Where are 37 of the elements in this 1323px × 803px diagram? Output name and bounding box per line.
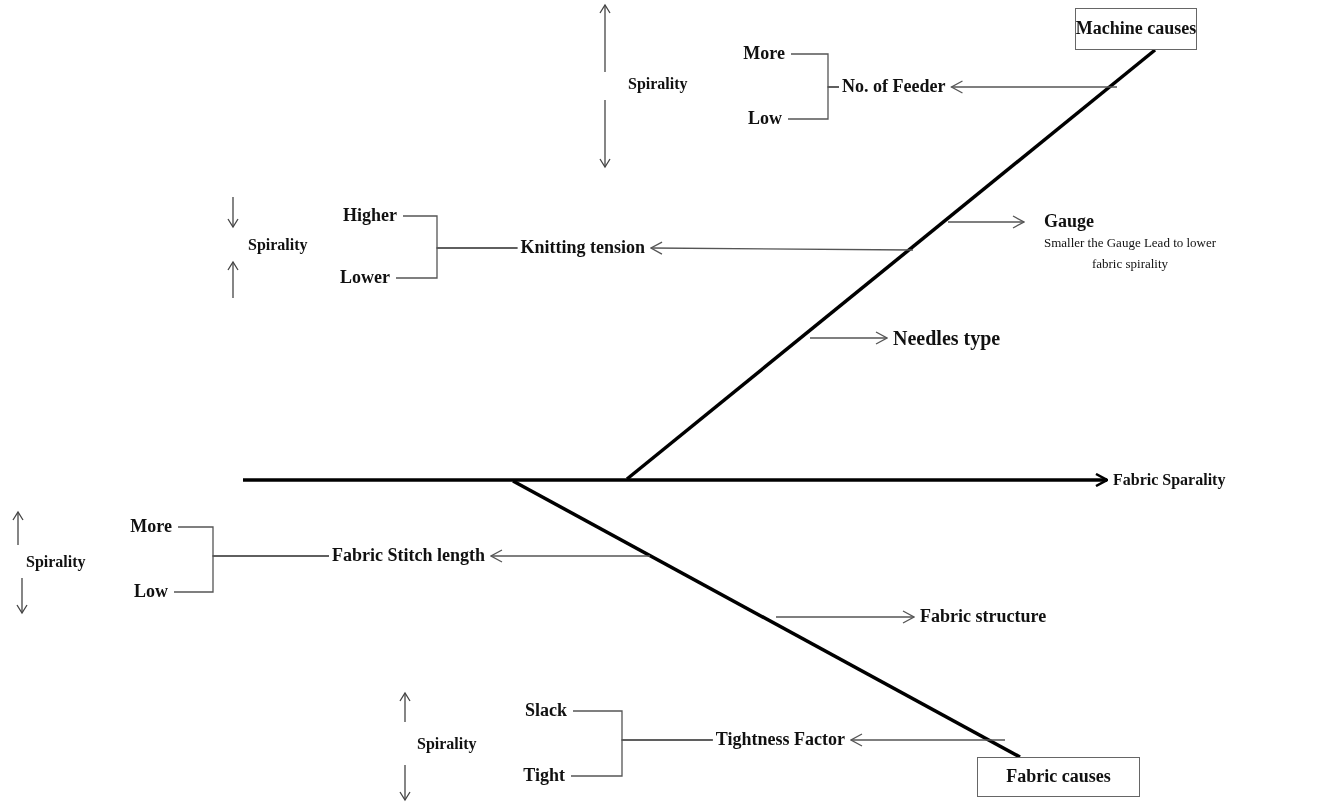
bone-line — [625, 48, 1157, 481]
factor-label: More — [743, 43, 785, 65]
factor-label: Fabric structure — [920, 606, 1047, 628]
factor-label: Knitting tension — [520, 237, 645, 259]
cause-box: Machine causes — [1075, 8, 1197, 50]
spirality-label: Spirality — [628, 75, 688, 93]
arrow — [650, 241, 914, 255]
arrow — [775, 610, 915, 624]
bone-line — [512, 479, 1021, 759]
spirality-label: Spirality — [26, 553, 86, 571]
cause-box: Fabric causes — [977, 757, 1140, 797]
factor-label: Fabric Stitch length — [332, 545, 485, 567]
factor-label: More — [130, 516, 172, 538]
note-text: Smaller the Gauge Lead to lower fabric spirality — [1042, 234, 1218, 274]
arrow — [490, 549, 651, 563]
factor-label: Low — [134, 581, 168, 603]
bracket-line — [173, 555, 330, 593]
bracket-line — [787, 86, 840, 120]
arrow — [947, 215, 1025, 229]
factor-label: No. of Feeder — [842, 76, 946, 98]
factor-label: Fabric Sparality — [1113, 470, 1226, 490]
spirality-label: Spirality — [248, 236, 308, 254]
arrow — [850, 733, 1006, 747]
factor-label: Gauge — [1043, 210, 1095, 233]
factor-label: Needles type — [893, 326, 1001, 350]
factor-label: Slack — [525, 700, 567, 722]
factor-label: Lower — [340, 267, 390, 289]
bracket-line — [395, 247, 519, 279]
bracket-line — [570, 739, 714, 777]
bone-line — [243, 472, 1109, 488]
factor-label: Tightness Factor — [715, 729, 845, 751]
arrow — [950, 80, 1118, 94]
factor-label: Higher — [343, 205, 397, 227]
spirality-label: Spirality — [417, 735, 477, 753]
arrow — [809, 331, 888, 345]
factor-label: Low — [748, 108, 782, 130]
factor-label: Tight — [523, 765, 565, 787]
